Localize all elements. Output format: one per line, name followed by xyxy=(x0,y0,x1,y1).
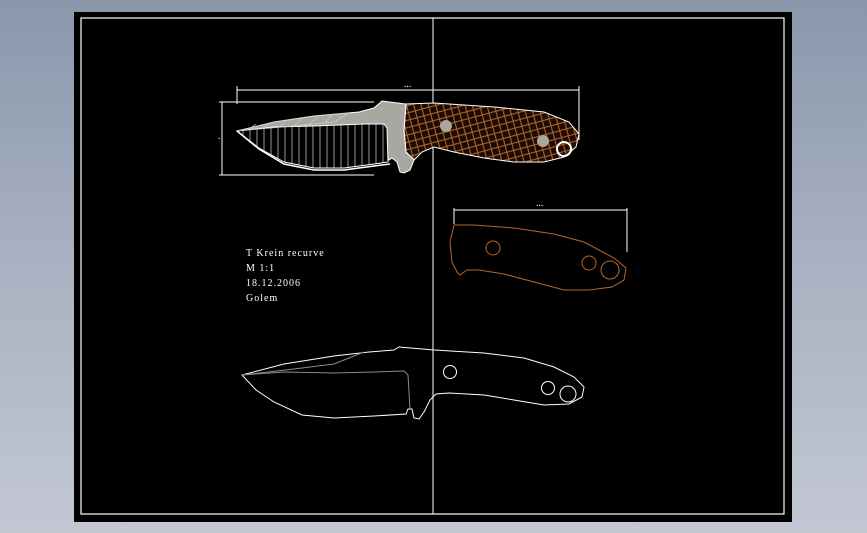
cad-drawing-canvas[interactable]: ••• • ••• xyxy=(74,12,792,522)
handle-scale-view xyxy=(449,208,628,291)
rendered-knife-view xyxy=(219,86,580,176)
drawing-author: Golem xyxy=(246,293,279,304)
blade-height-dimension: • xyxy=(218,136,220,141)
drawing-sheet[interactable]: ••• • ••• T Krein recurve M 1:1 18.12.20… xyxy=(74,12,792,522)
overall-length-dimension: ••• xyxy=(404,84,411,89)
drawing-scale: M 1:1 xyxy=(246,263,276,274)
knife-name: T Krein recurve xyxy=(246,248,325,259)
outline-knife-view xyxy=(241,346,585,420)
drawing-date: 18.12.2006 xyxy=(246,278,301,289)
title-block: T Krein recurve M 1:1 18.12.2006 Golem xyxy=(246,246,325,306)
handle-length-dimension: ••• xyxy=(536,203,543,208)
